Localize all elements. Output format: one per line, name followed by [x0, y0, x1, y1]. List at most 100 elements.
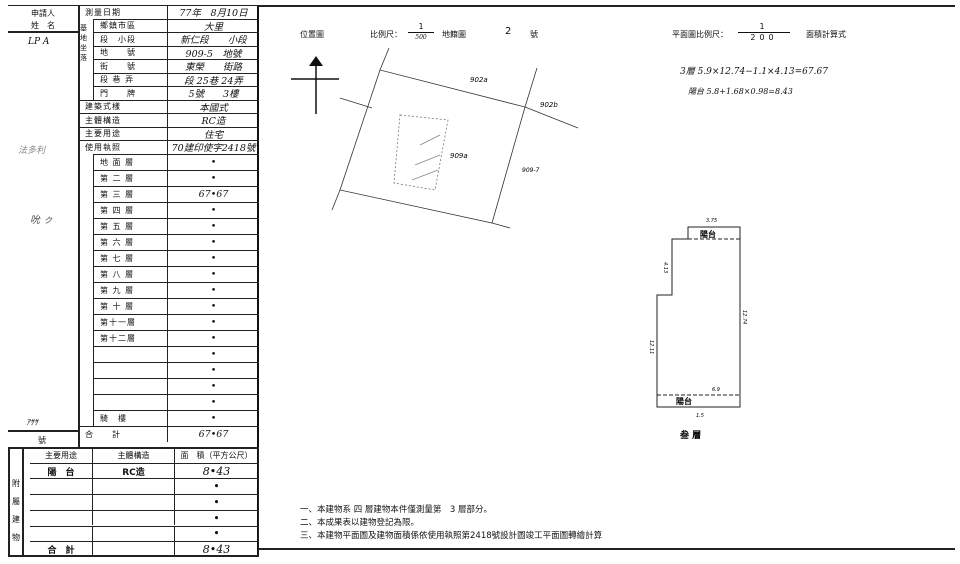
table-row: 段 巷 弄段 25巷 24弄 [93, 72, 259, 86]
parcel-label: 909-7 [522, 167, 540, 174]
row-label: 測量日期 [78, 6, 168, 19]
smudged-text: 法多利 [18, 146, 46, 156]
row-value: 新仁段 小段 [180, 35, 247, 46]
row-value: • [210, 236, 217, 248]
accessory-cell: • [175, 479, 259, 495]
row-label: 段 小段 [93, 33, 168, 46]
row-label: 第 四 層 [93, 202, 168, 218]
row-label [93, 346, 168, 362]
row-label: 第十二層 [93, 330, 168, 346]
table-row: • [93, 377, 259, 394]
table-row: 騎 樓• [93, 409, 259, 426]
plan-dimension: 12.74 [741, 310, 747, 324]
row-label: 鄉鎮市區 [93, 19, 168, 32]
table-row: • [93, 393, 259, 410]
accessory-cell: 陽 台 [30, 463, 93, 479]
floor-plan [656, 226, 741, 408]
row-value: • [210, 316, 217, 328]
site-label: 基地坐落 [80, 24, 87, 62]
row-label: 第十一層 [93, 314, 168, 330]
table-row: 段 小段 新仁段 小段 [93, 32, 259, 46]
row-value: 67•67 [198, 188, 229, 200]
accessory-cell: 主體構造 [93, 448, 175, 463]
note-1: 一、本建物系 四 層建物本件僅測量第 3 層部分。 [300, 505, 493, 515]
row-value: 本國式 [199, 102, 228, 113]
area-formula-1: 3層 5.9×12.74−1.1×4.13=67.67 [680, 67, 828, 77]
table-row: 第 五 層• [93, 217, 259, 234]
accessory-cell [93, 479, 175, 495]
row-value: • [210, 156, 217, 168]
scale-label: 比例尺： [370, 30, 402, 39]
row-value: 70建印使字2418號 [171, 143, 256, 154]
row-value: • [210, 284, 217, 296]
row-value: • [210, 396, 217, 408]
row-label: 街 號 [93, 60, 168, 73]
row-value: • [210, 220, 217, 232]
row-value: 大里 [203, 21, 223, 32]
parcel-label: 902a [470, 76, 488, 84]
accessory-cell: 合 計 [30, 542, 93, 557]
note-3: 三、本建物平面圖及建物面積係依使用執照第2418號設計圖竣工平面圖轉繪計算 [300, 531, 603, 541]
row-label [93, 378, 168, 394]
table-row: 測量日期 77年 8月10日 [78, 5, 259, 19]
accessory-cell [30, 479, 93, 495]
row-label: 第 八 層 [93, 266, 168, 282]
plan-dimension: 3.75 [706, 218, 717, 224]
row-value: • [210, 252, 217, 264]
accessory-cell [30, 526, 93, 542]
area-formula-2: 陽台 5.8+1.68×0.98=8.43 [688, 87, 793, 96]
table-row: 第十一層 • [93, 313, 259, 330]
table-row: 第 四 層 • [93, 201, 259, 218]
table-row: 主要用途 住宅 [78, 126, 259, 140]
row-label: 主要用途 [78, 127, 168, 140]
row-label: 段 巷 弄 [93, 73, 168, 86]
table-row: • [93, 345, 259, 362]
row-value: • [210, 172, 217, 184]
accessory-row: • [30, 494, 259, 510]
row-label: 地 面 層 [93, 154, 168, 170]
row-label: 主體構造 [78, 114, 168, 127]
row-value: 住宅 [203, 129, 223, 140]
plan-dimension: 1.5 [696, 413, 704, 419]
accessory-cell: RC造 [93, 463, 175, 479]
table-row: 地 面 層 • [93, 153, 259, 170]
row-label: 第 十 層 [93, 298, 168, 314]
row-label: 門 牌 [93, 87, 168, 100]
row-label: 地 號 [93, 46, 168, 59]
accessory-cell [93, 510, 175, 526]
accessory-cell: • [175, 526, 259, 542]
balcony-label: 陽台 [676, 396, 692, 406]
row-value: 東榮 街路 [184, 62, 242, 73]
cadastral-number: 2 [505, 26, 512, 37]
accessory-cell [93, 526, 175, 542]
row-label: 使用執照 [78, 141, 168, 154]
plan-dimension: 6.9 [712, 387, 720, 393]
accessory-cell [30, 510, 93, 526]
table-row: 第 十 層• [93, 297, 259, 314]
floor-title: 叁 層 [679, 429, 701, 441]
table-row: 第 八 層• [93, 265, 259, 282]
accessory-header: 主要用途主體構造面 積（平方公尺） [30, 447, 259, 463]
row-value: 77年 8月10日 [179, 8, 248, 19]
note-2: 二、本成果表以建物登記為限。 [300, 518, 420, 528]
number-label: 號 [530, 30, 538, 39]
accessory-cell: • [175, 510, 259, 526]
plan-scale-label: 平面圖比例尺： [672, 30, 728, 39]
table-row: 第 六 層• [93, 233, 259, 250]
row-value: • [210, 332, 217, 344]
table-row: • [93, 361, 259, 378]
parcel-label: 902b [540, 101, 558, 109]
accessory-cell: 8•43 [175, 463, 259, 479]
row-value: • [210, 380, 217, 392]
row-value: • [210, 204, 217, 216]
table-row: 鄉鎮市區 大里 [93, 18, 259, 32]
